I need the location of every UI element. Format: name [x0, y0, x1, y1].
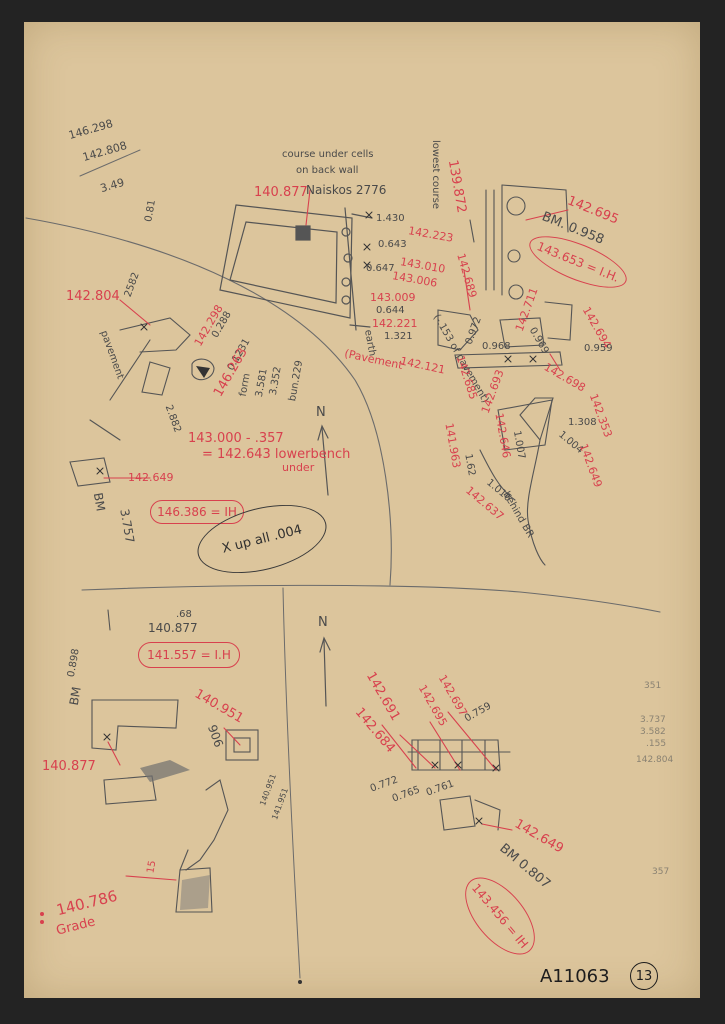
lower-right-plan — [407, 739, 511, 831]
curve-boundary — [25, 217, 392, 586]
margin-3582: 3.582 — [640, 727, 666, 737]
bench-plan-right — [479, 397, 554, 566]
elev-143009: 143.009 — [370, 291, 416, 304]
paper-sheet — [24, 22, 700, 998]
margin-3737: 3.737 — [640, 715, 666, 725]
bench-plan-left — [69, 317, 215, 487]
val-1321: 1.321 — [384, 331, 413, 342]
margin-142804: 142.804 — [636, 755, 674, 765]
calc-142643: = 142.643 lowerbench — [202, 447, 351, 462]
elev-140877-lower: 140.877 — [42, 759, 96, 774]
bm-left: BM — [90, 491, 108, 513]
ih-oval-mid-left: 146.386 = IH — [150, 500, 244, 524]
naiskos-plan — [219, 204, 373, 331]
val-0968: 0.968 — [482, 341, 511, 352]
elev-142804: 142.804 — [66, 289, 120, 304]
wall-plan-top-right — [437, 184, 573, 369]
north-label-upper: N — [316, 405, 326, 420]
course-note-1: course under cells — [282, 149, 374, 160]
calc-142643-under: under — [282, 461, 315, 474]
vertical-divider — [282, 587, 301, 979]
val-1308: 1.308 — [568, 417, 597, 428]
val-068: .68 — [176, 609, 192, 620]
lowest-course-note: lowest course — [430, 140, 441, 209]
calc-143000: 143.000 - .357 — [188, 431, 284, 446]
sheet-id: A11063 — [540, 966, 610, 987]
elev-142649-left: 142.649 — [128, 471, 174, 484]
margin-351: 351 — [644, 681, 662, 691]
val-0959: 0.959 — [584, 343, 613, 354]
hatched-stones — [140, 760, 190, 782]
margin-155: .155 — [646, 739, 667, 749]
calc-140877: 140.877 — [148, 621, 198, 635]
north-arrow-upper — [317, 424, 329, 496]
val-0643: 0.643 — [378, 239, 407, 250]
val-0644: 0.644 — [376, 305, 405, 316]
north-arrow-lower — [319, 636, 331, 707]
bm-lower-left: BM — [66, 685, 84, 707]
course-note-2: on back wall — [296, 165, 359, 176]
elev-140877-top: 140.877 — [254, 185, 308, 200]
val-0647: 0.647 — [366, 263, 395, 274]
lower-left-plan — [91, 609, 259, 913]
north-label-lower: N — [318, 615, 328, 630]
margin-357: 357 — [652, 867, 670, 877]
elev-142221: 142.221 — [372, 317, 418, 330]
course-note-3: Naiskos 2776 — [306, 183, 387, 197]
sheet-number: 13 — [630, 962, 658, 990]
horizontal-divider — [81, 584, 661, 613]
ih-oval-lower-left: 141.557 = I.H — [138, 642, 240, 668]
val-1430: 1.430 — [376, 213, 405, 224]
